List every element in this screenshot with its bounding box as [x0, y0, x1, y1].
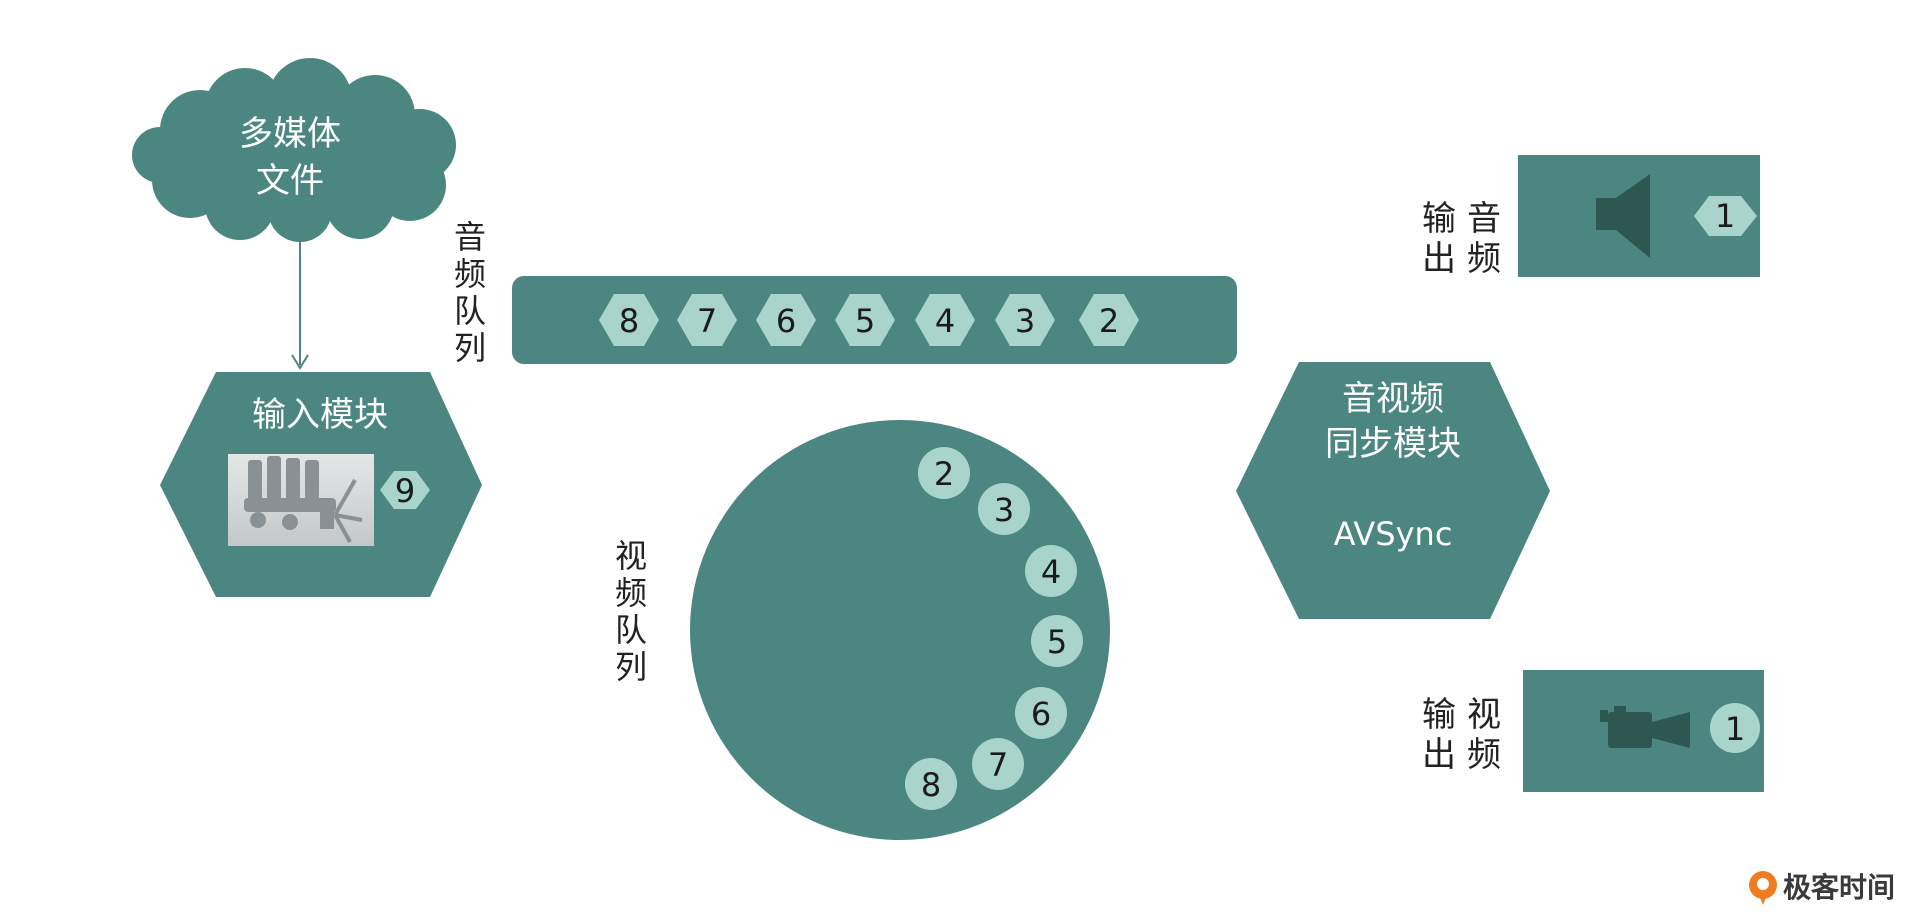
video-output-label: 视 [1467, 695, 1501, 735]
audio-queue-label-char: 频 [454, 255, 486, 293]
video-queue-chip [905, 758, 957, 810]
audio-output-label: 音 [1467, 199, 1501, 239]
audio-queue-chip-label: 4 [935, 302, 955, 340]
audio-queue-chip [995, 294, 1055, 346]
multimedia-file-cloud: 多媒体 文件 [132, 58, 456, 242]
audio-queue-label: 音 频 队 列 [454, 218, 486, 367]
av-sync-line1: 音视频 [1342, 379, 1444, 419]
video-queue-label-char: 视 [615, 537, 647, 575]
video-queue-label-char: 队 [615, 611, 647, 649]
video-queue-chip [972, 738, 1024, 790]
video-queue-label-char: 频 [615, 574, 647, 612]
audio-queue-chip-label: 7 [697, 302, 717, 340]
audio-queue-chip-label: 3 [1015, 302, 1035, 340]
audio-queue-chip-label: 5 [855, 302, 875, 340]
input-module: 输入模块 9 [160, 372, 482, 597]
audio-queue-chip-label: 8 [619, 302, 639, 340]
audio-queue-label-char: 音 [454, 218, 486, 256]
audio-output-badge-label: 1 [1715, 197, 1735, 235]
av-sync-module: 音视频 同步模块 AVSync [1236, 362, 1550, 619]
cloud-to-input-arrow [291, 242, 309, 370]
video-camera-icon [1600, 706, 1690, 748]
audio-queue-label-char: 队 [454, 292, 486, 330]
audio-output-label: 出 [1422, 239, 1456, 279]
video-output-label: 输 [1422, 695, 1456, 735]
audio-output: 输 出 音 频 1 [1422, 155, 1760, 279]
geektime-logo: 极客时间 [1749, 871, 1895, 905]
video-output: 输 出 视 频 1 [1422, 670, 1764, 792]
engine-image [228, 454, 374, 546]
audio-output-label: 输 [1422, 199, 1456, 239]
audio-queue-chip-label: 2 [1099, 302, 1119, 340]
audio-queue-label-char: 列 [454, 329, 486, 367]
video-queue-chip-label: 7 [988, 746, 1008, 784]
video-queue-chip [978, 483, 1030, 535]
video-output-label: 频 [1467, 735, 1501, 775]
input-module-badge-label: 9 [395, 472, 415, 510]
video-output-label: 出 [1422, 735, 1456, 775]
audio-output-label: 频 [1467, 239, 1501, 279]
input-module-badge [380, 471, 430, 509]
audio-queue-chip [599, 294, 659, 346]
video-queue-chip [1031, 615, 1083, 667]
video-queue-chip-label: 6 [1031, 695, 1051, 733]
av-sync-line2: 同步模块 [1325, 424, 1461, 464]
input-module-title: 输入模块 [252, 395, 388, 435]
video-queue-chip-label: 4 [1041, 553, 1061, 591]
audio-queue-chip [756, 294, 816, 346]
video-queue-chip-label: 5 [1047, 623, 1067, 661]
video-queue-chip-label: 2 [934, 455, 954, 493]
video-queue-chip-label: 3 [994, 491, 1014, 529]
audio-queue: 8 7 6 5 4 3 2 [512, 276, 1237, 364]
audio-output-badge [1694, 196, 1757, 236]
audio-queue-chip [1079, 294, 1139, 346]
audio-queue-chip [915, 294, 975, 346]
cloud-shape [132, 58, 456, 242]
video-output-badge-label: 1 [1725, 710, 1745, 748]
video-queue: 2 34 5 67 8 [690, 420, 1110, 840]
cloud-line1: 多媒体 [239, 114, 341, 154]
audio-queue-chip [677, 294, 737, 346]
geektime-logo-text: 极客时间 [1783, 871, 1895, 904]
cloud-line2: 文件 [256, 161, 324, 201]
video-output-badge [1710, 703, 1760, 753]
av-sync-line3: AVSync [1334, 515, 1453, 553]
video-queue-chip-label: 8 [921, 766, 941, 804]
video-queue-chip [1025, 545, 1077, 597]
speaker-icon [1596, 174, 1650, 258]
audio-queue-chip [835, 294, 895, 346]
video-queue-label-char: 列 [615, 648, 647, 686]
video-queue-chip [918, 447, 970, 499]
video-queue-label: 视 频 队 列 [615, 537, 647, 686]
video-queue-chip [1015, 687, 1067, 739]
audio-queue-chip-label: 6 [776, 302, 796, 340]
av-sync-hexagon [1236, 362, 1550, 619]
